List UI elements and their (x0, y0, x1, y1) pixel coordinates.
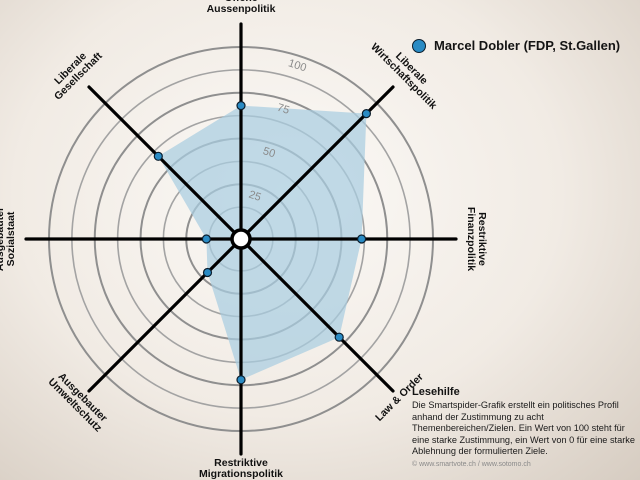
axis-label: OffeneAussenpolitik (207, 0, 276, 15)
data-point (202, 267, 213, 278)
axis-label-text: OffeneAussenpolitik (207, 0, 276, 15)
ring-tick-label: 50 (261, 145, 276, 160)
ring-tick-label: 25 (247, 189, 262, 204)
axis-line (87, 243, 237, 393)
axis-label-line: Restriktive (476, 212, 488, 266)
data-point (201, 234, 211, 244)
axis-label-line: Ausgebauter (0, 207, 6, 271)
axis-line (87, 85, 237, 235)
data-point (361, 108, 371, 119)
data-point (153, 151, 163, 161)
ring-tick-label: 100 (287, 57, 308, 74)
axis-label-line: Aussenpolitik (207, 3, 276, 15)
axis-line (245, 243, 395, 393)
legend-marker (412, 38, 426, 53)
legend: Marcel Dobler (FDP, St.Gallen) (412, 38, 620, 53)
help-credit: © www.smartvote.ch / www.sotomo.ch (412, 460, 531, 468)
axis-label-line: Restriktive (214, 457, 268, 469)
axis-label-line: Migrationspolitik (199, 468, 283, 480)
center-hub (230, 228, 252, 250)
axis-label: AusgebauterSozialstaat (0, 207, 17, 271)
axis-label-line: Sozialstaat (5, 211, 17, 266)
data-point (236, 375, 246, 385)
legend-label: Marcel Dobler (FDP, St.Gallen) (434, 38, 621, 53)
data-point (357, 234, 367, 244)
data-point (236, 100, 246, 111)
help-title: Lesehilfe (412, 386, 460, 398)
data-point (334, 332, 344, 342)
help-text: Die Smartspider-Grafik erstellt ein poli… (412, 400, 635, 456)
axis-label-text: AusgebauterSozialstaat (0, 207, 17, 271)
axis-label-line: Finanzpolitik (465, 207, 477, 271)
ring-tick-label: 75 (275, 102, 290, 117)
axis-label-line: Offene (224, 0, 257, 4)
axis-label: RestriktiveFinanzpolitik (465, 207, 488, 271)
axis-label-text: RestriktiveFinanzpolitik (465, 207, 488, 271)
help-box: Lesehilfe Die Smartspider-Grafik erstell… (412, 386, 638, 468)
